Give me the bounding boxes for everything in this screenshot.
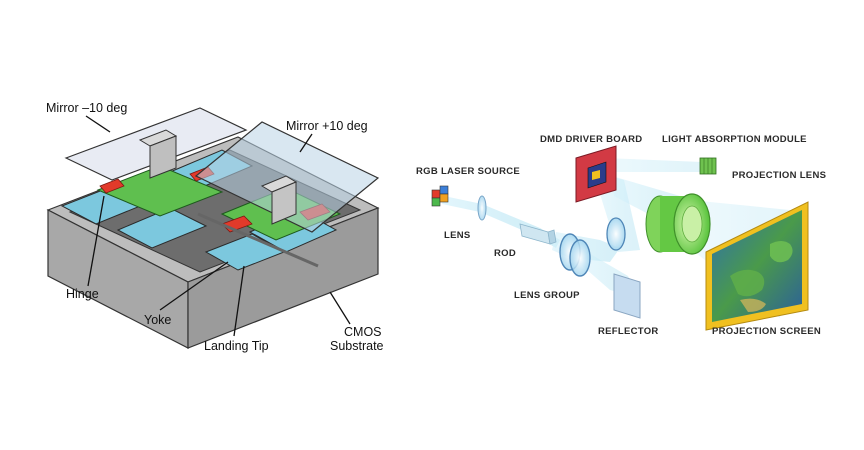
label-projection-screen: PROJECTION SCREEN [712,326,821,337]
label-rgb-laser-source: RGB LASER SOURCE [416,166,520,177]
leader-hinge [87,195,105,287]
label-projection-lens: PROJECTION LENS [732,170,826,181]
label-rod: ROD [494,248,516,259]
leader-cmos [329,291,351,325]
leader-landing-tip [233,265,245,337]
label-cmos: CMOS [344,325,382,339]
label-mirror-minus-10: Mirror –10 deg [46,101,127,115]
lens-group-ring-2 [569,239,591,277]
projector-diagram: RGB LASER SOURCE LENS ROD LENS GROUP REF… [416,134,826,337]
leader-mirror-minus [85,115,111,133]
label-hinge: Hinge [66,287,99,301]
label-light-absorption-module: LIGHT ABSORPTION MODULE [662,134,807,145]
mirror-post-left-side [149,135,177,179]
address-electrode-mid [116,207,208,249]
beam-dmd-to-absorber [604,158,704,172]
label-reflector: REFLECTOR [598,326,659,337]
beam-source-to-rod [442,196,560,248]
light-absorption-module [699,157,717,175]
landing-tip-left-a [99,178,125,194]
dmd-diagram: Mirror –10 deg Mirror +10 deg Hinge Yoke… [46,101,384,353]
label-lens: LENS [444,230,471,241]
reflector-element [613,273,641,319]
leader-yoke [159,261,229,311]
mirror-post-right-side [271,181,297,225]
projection-lens-element [645,193,711,255]
hinge-bar [197,212,319,268]
leader-mirror-plus [299,133,313,153]
projection-screen [705,201,809,331]
dmd-driver-board [575,145,617,203]
label-mirror-plus-10: Mirror +10 deg [286,119,368,133]
label-substrate: Substrate [330,339,384,353]
yoke-left [96,165,224,217]
rgb-laser-source [431,185,449,207]
rod-element [519,223,557,245]
label-yoke: Yoke [144,313,171,327]
condenser-lens [606,217,626,251]
label-landing-tip: Landing Tip [204,339,269,353]
lens-element [477,195,487,221]
label-dmd-driver-board: DMD DRIVER BOARD [540,134,642,145]
label-lens-group: LENS GROUP [514,290,580,301]
